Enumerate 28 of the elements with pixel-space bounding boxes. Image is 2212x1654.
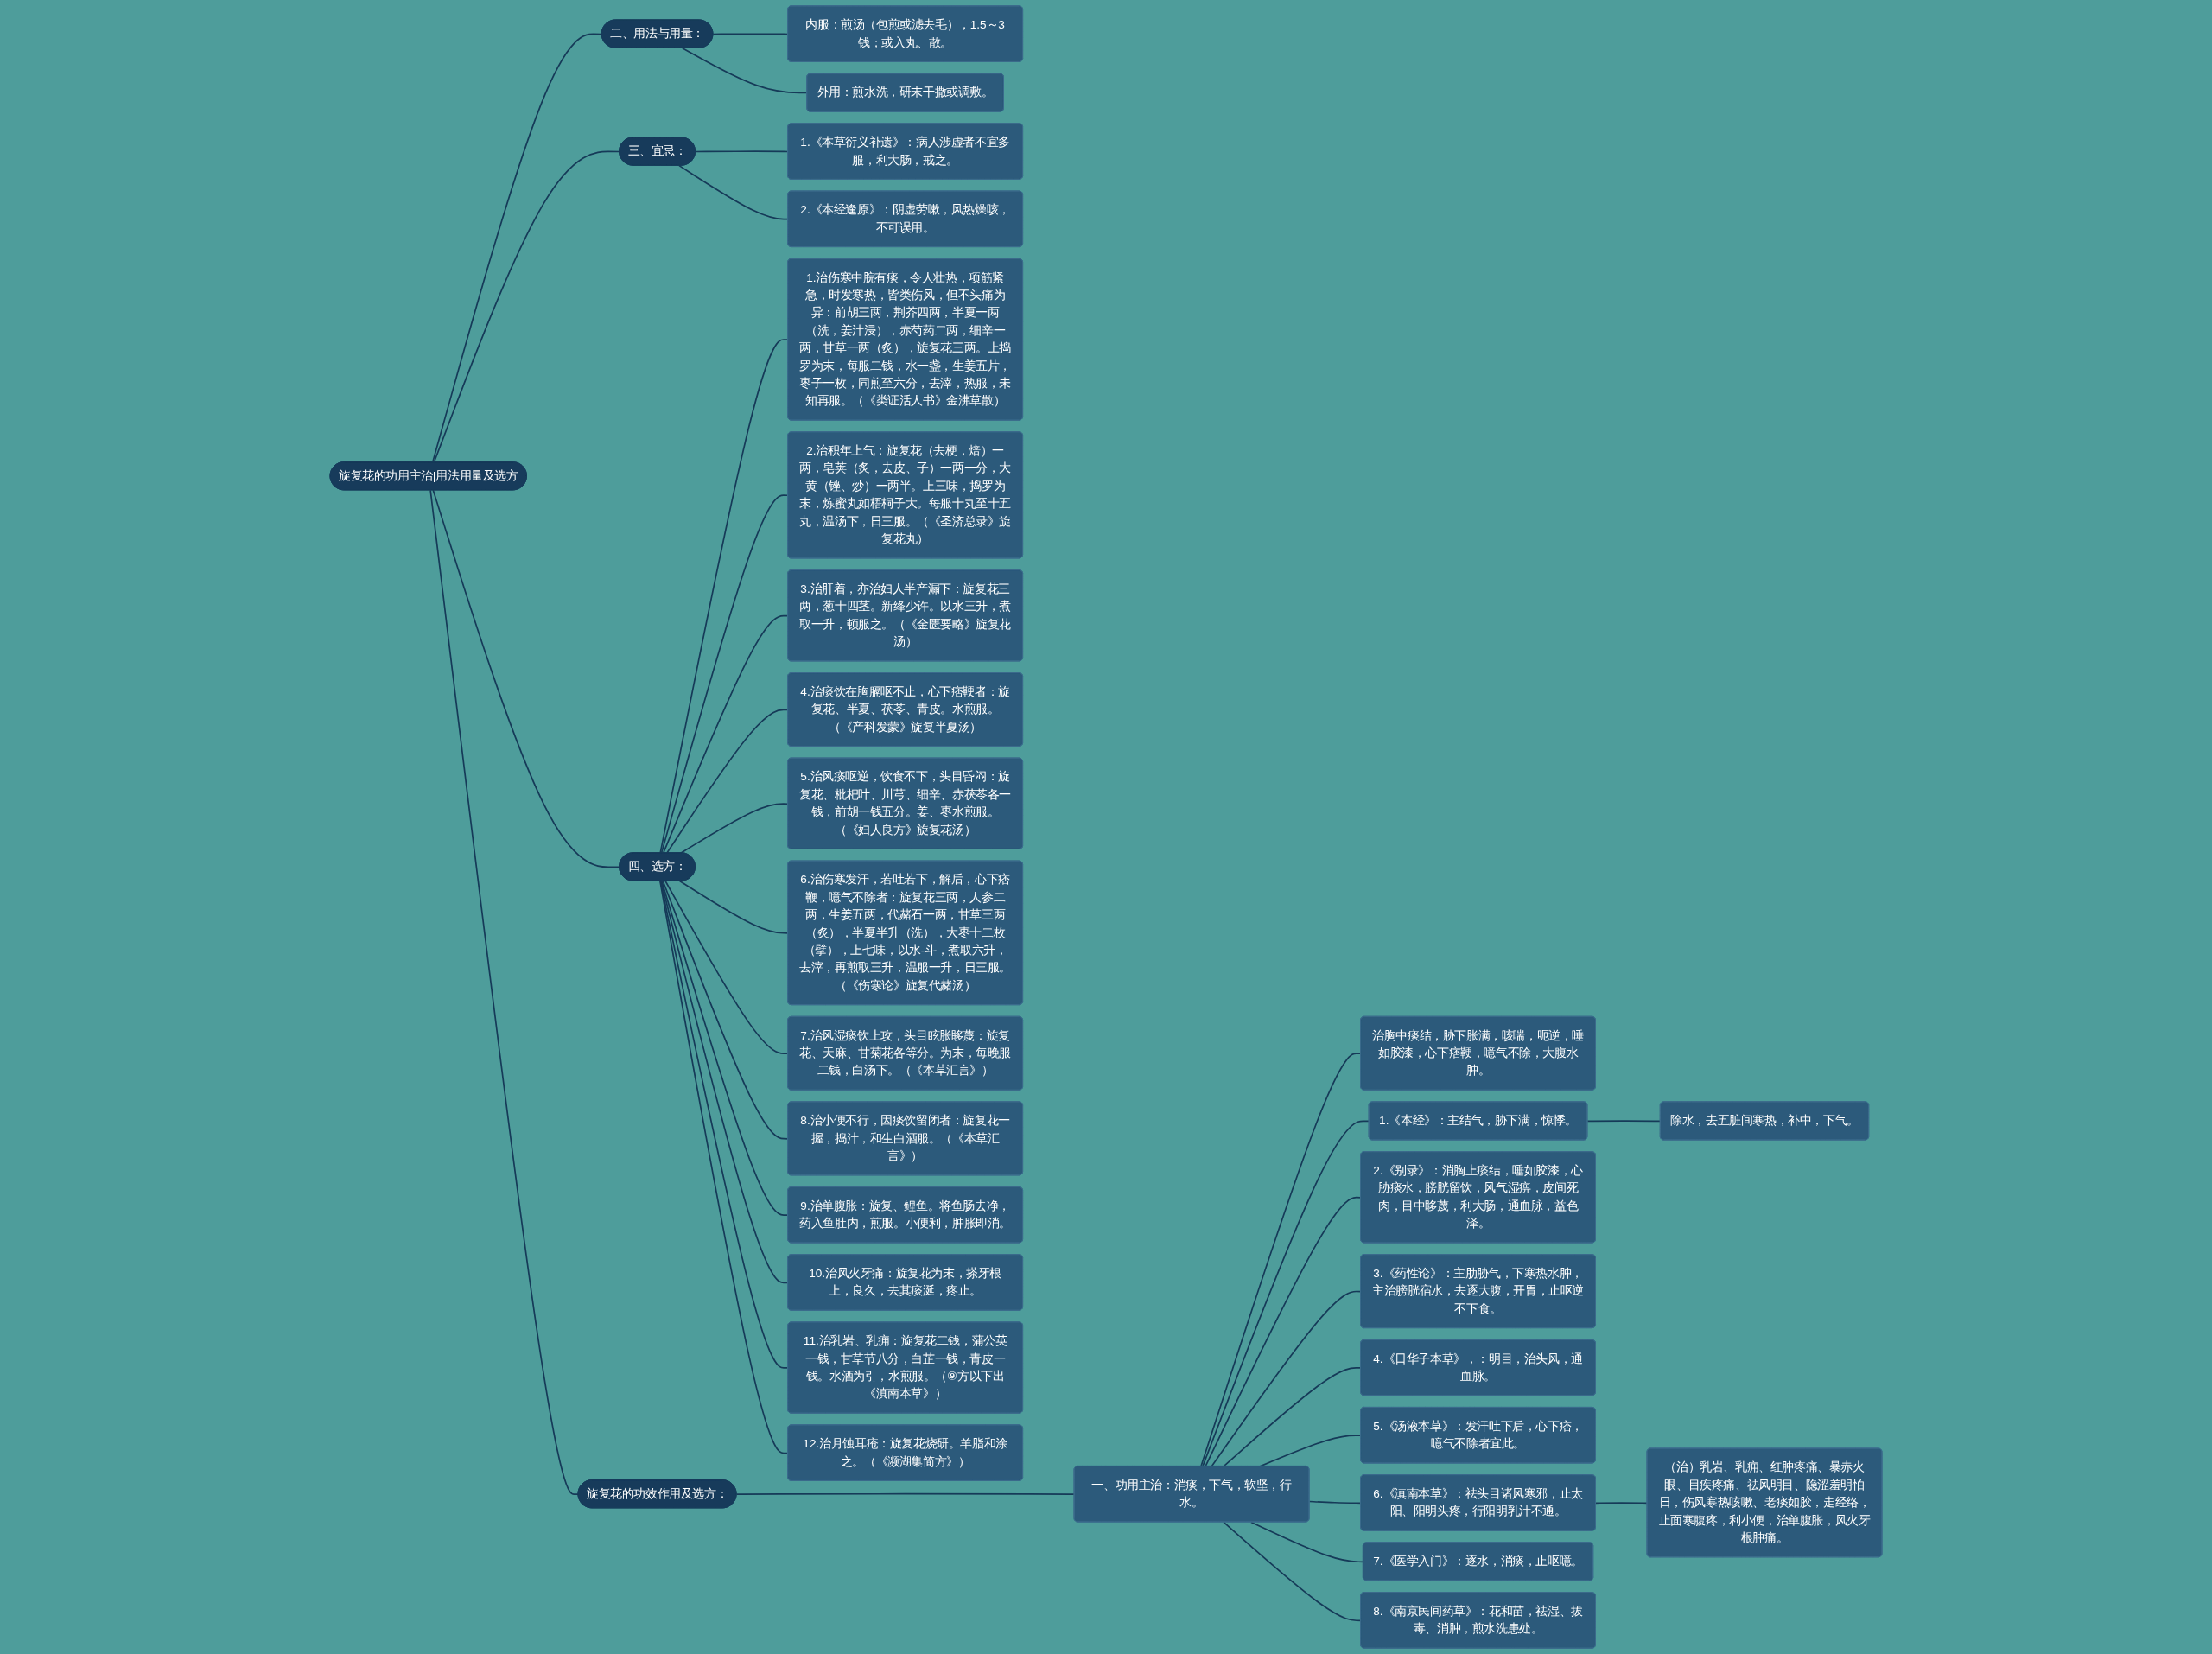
connector: [664, 880, 789, 1055]
connector: [660, 880, 789, 1284]
connector: [660, 494, 789, 854]
connector: [662, 614, 789, 854]
connector: [1259, 1435, 1362, 1467]
connector: [1308, 1500, 1362, 1505]
connector: [431, 33, 603, 463]
connector: [433, 150, 620, 463]
connector: [678, 880, 789, 934]
connector: [659, 339, 789, 854]
connector: [735, 1492, 1076, 1495]
connector: [695, 150, 789, 153]
connector: [432, 489, 620, 868]
connector: [712, 33, 789, 35]
connector: [661, 880, 789, 1217]
connector: [1205, 1196, 1362, 1467]
connector: [1200, 1053, 1362, 1467]
connector: [662, 880, 789, 1140]
connector: [1595, 1502, 1649, 1505]
connector: [1223, 1367, 1362, 1467]
connector: [681, 47, 808, 94]
connector: [665, 709, 789, 854]
connector: [1250, 1521, 1364, 1563]
connector: [678, 164, 789, 220]
connector: [1586, 1120, 1662, 1123]
connector: [1211, 1290, 1362, 1467]
connector: [1202, 1120, 1370, 1467]
connector: [1223, 1521, 1362, 1622]
